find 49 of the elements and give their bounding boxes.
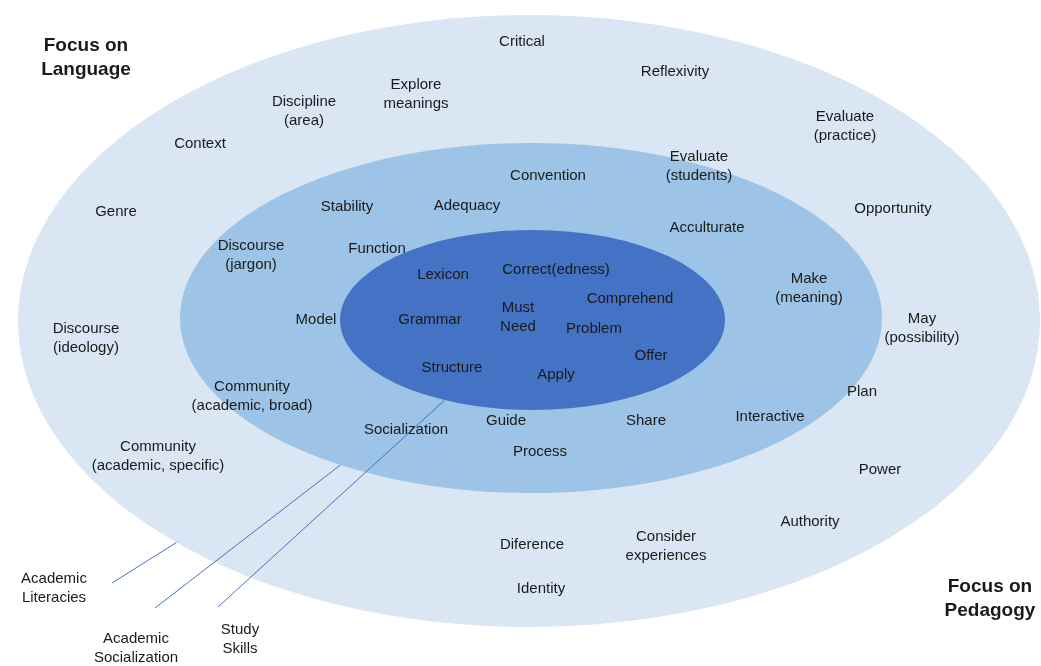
term-label: Authority: [780, 510, 840, 530]
term-label: Identity: [516, 577, 566, 597]
model-label: Academic Literacies: [20, 568, 88, 606]
term-label: Acculturate: [669, 216, 745, 236]
axis-heading: Focus on Pedagogy: [943, 574, 1037, 622]
term-label: Evaluate (students): [664, 146, 734, 184]
term-label: Convention: [510, 164, 586, 184]
term-label: Diference: [499, 533, 565, 553]
term-label: Evaluate (practice): [812, 106, 878, 144]
term-label: Community (academic, specific): [90, 436, 226, 474]
term-label: Make (meaning): [774, 268, 844, 306]
leader-line: [154, 464, 341, 609]
term-label: Genre: [95, 200, 137, 220]
term-label: Discourse (jargon): [216, 235, 286, 273]
term-label: Structure: [421, 356, 483, 376]
term-label: Comprehend: [586, 287, 674, 307]
term-label: Socialization: [363, 418, 449, 438]
term-label: Offer: [634, 344, 668, 364]
term-label: Adequacy: [433, 194, 501, 214]
term-label: Stability: [320, 195, 374, 215]
term-label: Power: [858, 458, 902, 478]
leader-line: [111, 542, 177, 584]
term-label: Discourse (ideology): [51, 318, 121, 356]
term-label: May (possibility): [883, 308, 961, 346]
term-label: Consider experiences: [624, 526, 708, 564]
term-label: Context: [174, 132, 226, 152]
term-label: Correct(edness): [502, 258, 610, 278]
model-label: Academic Socialization: [92, 628, 180, 666]
term-label: Grammar: [398, 308, 462, 328]
term-label: Must Need: [499, 297, 537, 335]
term-label: Plan: [847, 380, 877, 400]
term-label: Apply: [537, 363, 575, 383]
term-label: Interactive: [735, 405, 805, 425]
term-label: Lexicon: [417, 263, 469, 283]
term-label: Model: [295, 308, 337, 328]
term-label: Reflexivity: [640, 60, 710, 80]
term-label: Function: [348, 237, 406, 257]
term-label: Problem: [566, 317, 622, 337]
axis-heading: Focus on Language: [40, 33, 132, 81]
term-label: Guide: [486, 409, 526, 429]
term-label: Explore meanings: [382, 74, 450, 112]
leader-line: [217, 399, 446, 608]
term-label: Community (academic, broad): [190, 376, 314, 414]
term-label: Share: [626, 409, 666, 429]
term-label: Process: [512, 440, 568, 460]
term-label: Discipline (area): [270, 91, 338, 129]
term-label: Critical: [499, 30, 545, 50]
term-label: Opportunity: [854, 197, 932, 217]
model-label: Study Skills: [219, 619, 261, 657]
